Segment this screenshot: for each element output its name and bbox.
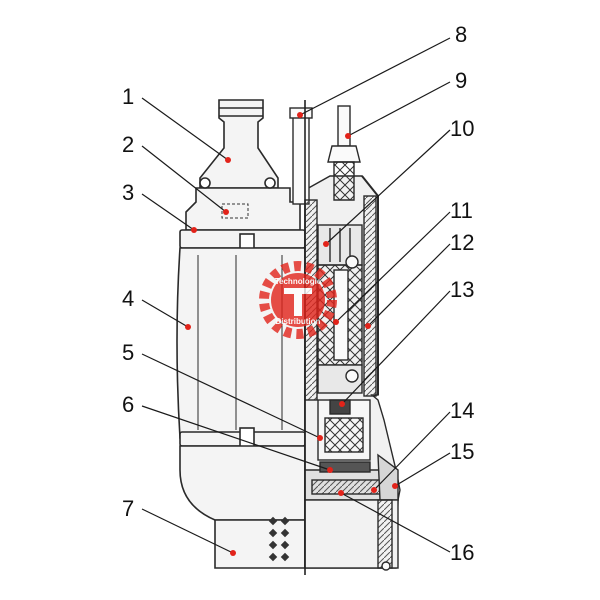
callout-13: 13: [450, 277, 474, 302]
callout-10: 10: [450, 116, 474, 141]
callout-2: 2: [122, 132, 134, 157]
callout-7: 7: [122, 496, 134, 521]
marker-dots: [185, 112, 398, 556]
volute-housing: [179, 445, 306, 521]
callout-11: 11: [450, 198, 473, 223]
rotor: [333, 269, 349, 361]
callout-6: 6: [122, 392, 134, 417]
pump-exterior: [176, 99, 306, 569]
watermark-gear-ring: [259, 261, 337, 339]
callout-8: 8: [455, 22, 467, 47]
callout-15: 15: [450, 439, 474, 464]
strainer-base: [214, 519, 306, 569]
watermark-text-top: Technologie: [275, 277, 322, 286]
callout-labels: 1 2 3 4 5 6 7 8 9 10 11 12 13 14 15 16: [122, 22, 474, 565]
lifting-handle: [292, 113, 310, 205]
leader-lines: [141, 37, 451, 554]
terminal-box-dashed: [221, 203, 249, 219]
callout-3: 3: [122, 180, 134, 205]
discharge-nozzle: [199, 99, 279, 189]
callout-16: 16: [450, 540, 474, 565]
pump-section: [289, 100, 401, 575]
callout-9: 9: [455, 68, 467, 93]
strainer-holes: [268, 516, 290, 562]
callout-14: 14: [450, 398, 474, 423]
cable-entry: [337, 105, 351, 147]
watermark-text-bottom: Distribution: [276, 317, 321, 326]
watermark-logo: Technologie Distribution: [259, 261, 337, 339]
callout-4: 4: [122, 286, 134, 311]
callout-5: 5: [122, 340, 134, 365]
callout-12: 12: [450, 230, 474, 255]
callout-1: 1: [122, 84, 134, 109]
watermark-t-glyph: [284, 288, 312, 316]
